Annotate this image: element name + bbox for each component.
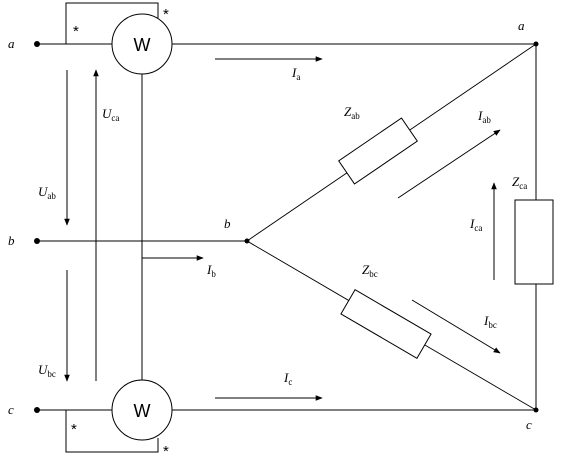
label-Ic: Ic [283,370,292,387]
label-Uab: Uab [38,184,56,201]
label-Ibc: Ibc [483,313,497,330]
label-Ib: Ib [206,262,216,279]
label-Zca: Zca [512,174,527,191]
label-Ica: Ica [469,216,482,233]
arrow-Iab [397,129,501,199]
wattmeter-bottom-label: W [134,401,151,421]
label-Ubc: Ubc [38,362,56,379]
wattmeter-top-star-left: * [73,23,79,40]
wattmeter-top-star-right: * [163,6,169,23]
wattmeter-bottom-star-right: * [163,443,169,460]
node-b-dot [244,238,250,244]
label-Zbc: Zbc [362,262,378,279]
label-Iab: Iab [477,108,491,125]
impedance-ab [338,117,418,185]
label-terminal-a: a [8,36,15,51]
label-node-a: a [518,18,525,33]
arrow-Ibc [411,299,501,354]
label-Ia: Ia [291,65,300,82]
label-terminal-b: b [8,233,15,248]
label-terminal-c: c [8,402,14,417]
label-Uca: Uca [102,106,119,123]
impedance-bc [340,289,432,359]
label-node-c: c [526,417,532,432]
wattmeter-bottom [111,379,173,441]
label-Zab: Zab [344,104,360,121]
label-node-b: b [224,216,231,231]
wattmeter-top-coil-loop [65,2,159,44]
wattmeter-bottom-star-left: * [71,421,77,438]
wattmeter-bottom-coil-loop [65,410,159,453]
impedance-ca [514,199,554,285]
wattmeter-top-label: W [134,35,151,55]
